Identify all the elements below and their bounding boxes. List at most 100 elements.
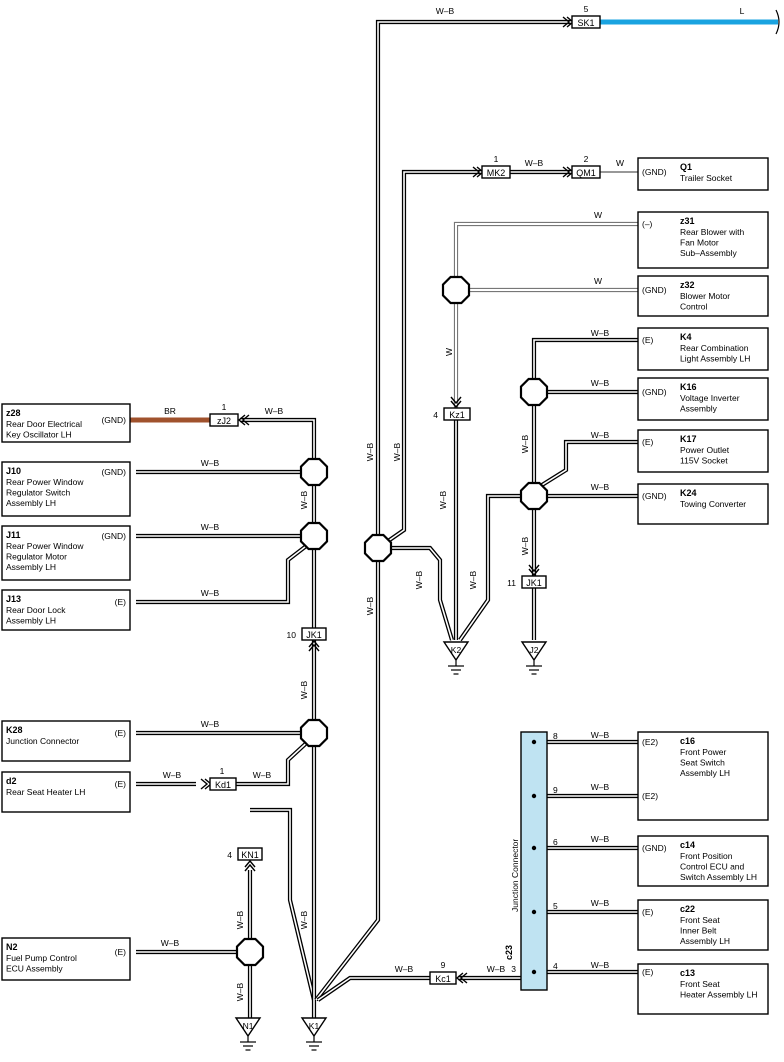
wire-label: W xyxy=(594,276,602,286)
comp-K4-code: K4 xyxy=(680,332,692,342)
comp-c14-pin: (GND) xyxy=(642,843,667,853)
wire-label-v: W–B xyxy=(414,570,424,589)
comp-z31-line: Sub–Assembly xyxy=(680,248,737,258)
comp-z31-pin: (–) xyxy=(642,219,653,229)
wire-kd1-inner xyxy=(236,735,315,785)
wire-label: W–B xyxy=(163,770,182,780)
junction-pin: 9 xyxy=(553,785,558,795)
junction-dot xyxy=(531,793,537,799)
comp-J11-line: Rear Power Window xyxy=(6,541,84,551)
comp-J11 xyxy=(1,525,131,581)
wire-mk2-inner xyxy=(377,171,482,549)
wire-long-inner xyxy=(315,548,379,1001)
comp-c16 xyxy=(637,731,769,821)
junction-pin: 3 xyxy=(511,964,516,974)
conn-zJ2-label: zJ2 xyxy=(217,416,231,426)
wire-label: W–B xyxy=(591,328,610,338)
ground-J2 xyxy=(520,641,548,662)
wire-k4 xyxy=(531,337,640,378)
junction-dot xyxy=(531,739,537,745)
comp-K4-line: Light Assembly LH xyxy=(680,354,750,364)
wire-kc1 xyxy=(316,975,440,1002)
comp-z31-line: Fan Motor xyxy=(680,238,719,248)
ground-N1-label: N1 xyxy=(243,1021,254,1031)
comp-J13-line: Assembly LH xyxy=(6,616,56,626)
wire-label-v: W–B xyxy=(520,434,530,453)
wire-label-v: W–B xyxy=(235,910,245,929)
comp-c16-line: Front Power xyxy=(680,747,726,757)
comp-J11-line: Regulator Motor xyxy=(6,552,67,562)
wire-k4-inner xyxy=(533,339,640,378)
wire-label-v: W–B xyxy=(520,536,530,555)
comp-J10-pin: (GND) xyxy=(101,467,126,477)
wire-label: W–B xyxy=(395,964,414,974)
comp-z28-pin: (GND) xyxy=(101,415,126,425)
wire-label: W–B xyxy=(591,730,610,740)
wire-label: W–B xyxy=(591,782,610,792)
comp-K4 xyxy=(637,327,769,371)
comp-J11-pin: (GND) xyxy=(101,531,126,541)
wire-kc1-inner xyxy=(317,977,440,1001)
conn-Kd1 xyxy=(209,777,237,791)
comp-J13-line: Rear Door Lock xyxy=(6,605,66,615)
splice-3 xyxy=(299,718,329,748)
comp-z31 xyxy=(637,211,769,269)
wire-label-v: W–B xyxy=(299,910,309,929)
wire-label-v: W–B xyxy=(438,490,448,509)
comp-z32-pin: (GND) xyxy=(642,285,667,295)
junction-name: Junction Connector xyxy=(510,839,520,912)
splice-4 xyxy=(235,937,265,967)
arrow xyxy=(455,972,468,984)
comp-J13-code: J13 xyxy=(6,594,21,604)
conn-SK1 xyxy=(571,15,601,29)
wire-label-v: W–B xyxy=(365,596,375,615)
conn-MK2-label: MK2 xyxy=(487,168,506,178)
comp-z31-code: z31 xyxy=(680,216,695,226)
pin: 10 xyxy=(287,630,297,640)
conn-KN1 xyxy=(237,847,263,861)
ground-K1-label: K1 xyxy=(309,1021,320,1031)
wire-label: W xyxy=(616,158,624,168)
conn-Kc1 xyxy=(429,971,457,985)
comp-K17-line: Power Outlet xyxy=(680,445,730,455)
wire-label: W–B xyxy=(525,158,544,168)
comp-z32-line: Blower Motor xyxy=(680,291,730,301)
splice-2 xyxy=(299,521,329,551)
ground-K1 xyxy=(300,1017,328,1038)
ground-J2-label: J2 xyxy=(530,645,539,655)
comp-d2 xyxy=(1,771,131,813)
comp-J10-line: Rear Power Window xyxy=(6,477,84,487)
junction-pin: 5 xyxy=(553,901,558,911)
comp-Q1-code: Q1 xyxy=(680,162,692,172)
wire-label: W–B xyxy=(161,938,180,948)
comp-N2 xyxy=(1,937,131,981)
comp-c22-line: Front Seat xyxy=(680,915,720,925)
conn-KN1-label: KN1 xyxy=(241,850,259,860)
comp-K4-pin: (E) xyxy=(642,335,654,345)
pin: 1 xyxy=(494,154,499,164)
comp-N2-line: ECU Assembly xyxy=(6,964,63,974)
wire-mk2 xyxy=(376,169,482,550)
conn-MK2 xyxy=(481,165,511,179)
label-br: BR xyxy=(164,406,176,416)
comp-c13-code: c13 xyxy=(680,968,695,978)
comp-z28-line: Rear Door Electrical xyxy=(6,419,82,429)
comp-K16-line: Voltage Inverter xyxy=(680,393,740,403)
junction-pin: 6 xyxy=(553,837,558,847)
pin: 1 xyxy=(222,402,227,412)
comp-c16-pin2: (E2) xyxy=(642,791,658,801)
comp-K16-pin: (GND) xyxy=(642,387,667,397)
comp-J11-code: J11 xyxy=(6,530,21,540)
comp-z28 xyxy=(1,403,131,443)
wire-label: W–B xyxy=(201,522,220,532)
pin: 1 xyxy=(220,766,225,776)
arrow xyxy=(450,396,462,409)
conn-zJ2 xyxy=(209,413,239,427)
comp-c16-line: Assembly LH xyxy=(680,768,730,778)
wire-kn1 xyxy=(250,807,317,1001)
splice-8 xyxy=(519,481,549,511)
splice-1 xyxy=(299,457,329,487)
comp-c14-line: Control ECU and xyxy=(680,862,745,872)
